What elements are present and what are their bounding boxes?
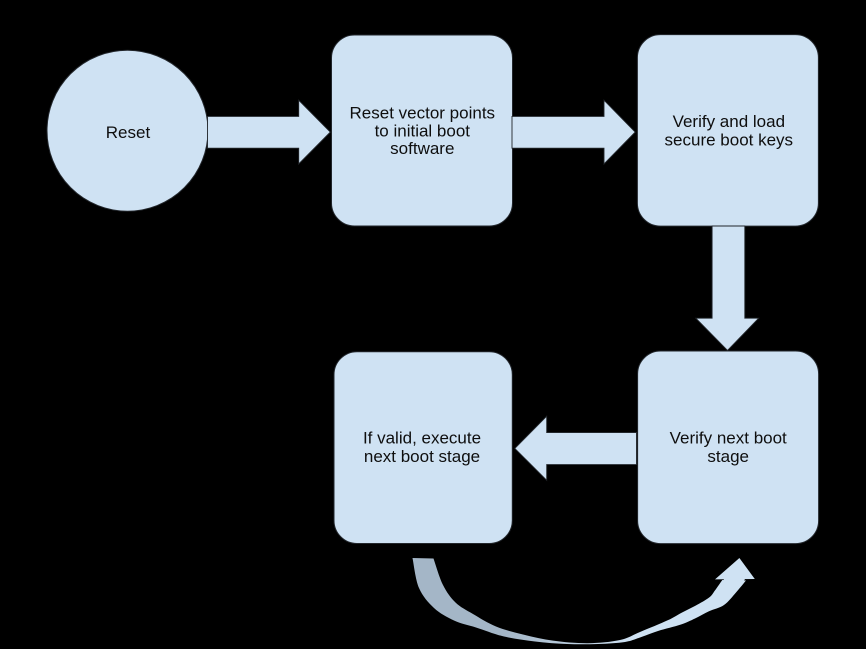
svg-text:to initial boot: to initial boot xyxy=(375,121,471,140)
svg-text:stage: stage xyxy=(707,447,749,466)
svg-text:next boot stage: next boot stage xyxy=(364,447,480,466)
svg-text:software: software xyxy=(390,139,454,158)
svg-text:If valid, execute: If valid, execute xyxy=(363,429,481,448)
svg-text:Verify next boot: Verify next boot xyxy=(670,429,787,448)
svg-text:Reset: Reset xyxy=(106,123,151,142)
svg-text:Reset vector points: Reset vector points xyxy=(350,104,496,123)
svg-text:secure boot keys: secure boot keys xyxy=(665,130,794,149)
svg-text:Verify and load: Verify and load xyxy=(673,112,785,131)
